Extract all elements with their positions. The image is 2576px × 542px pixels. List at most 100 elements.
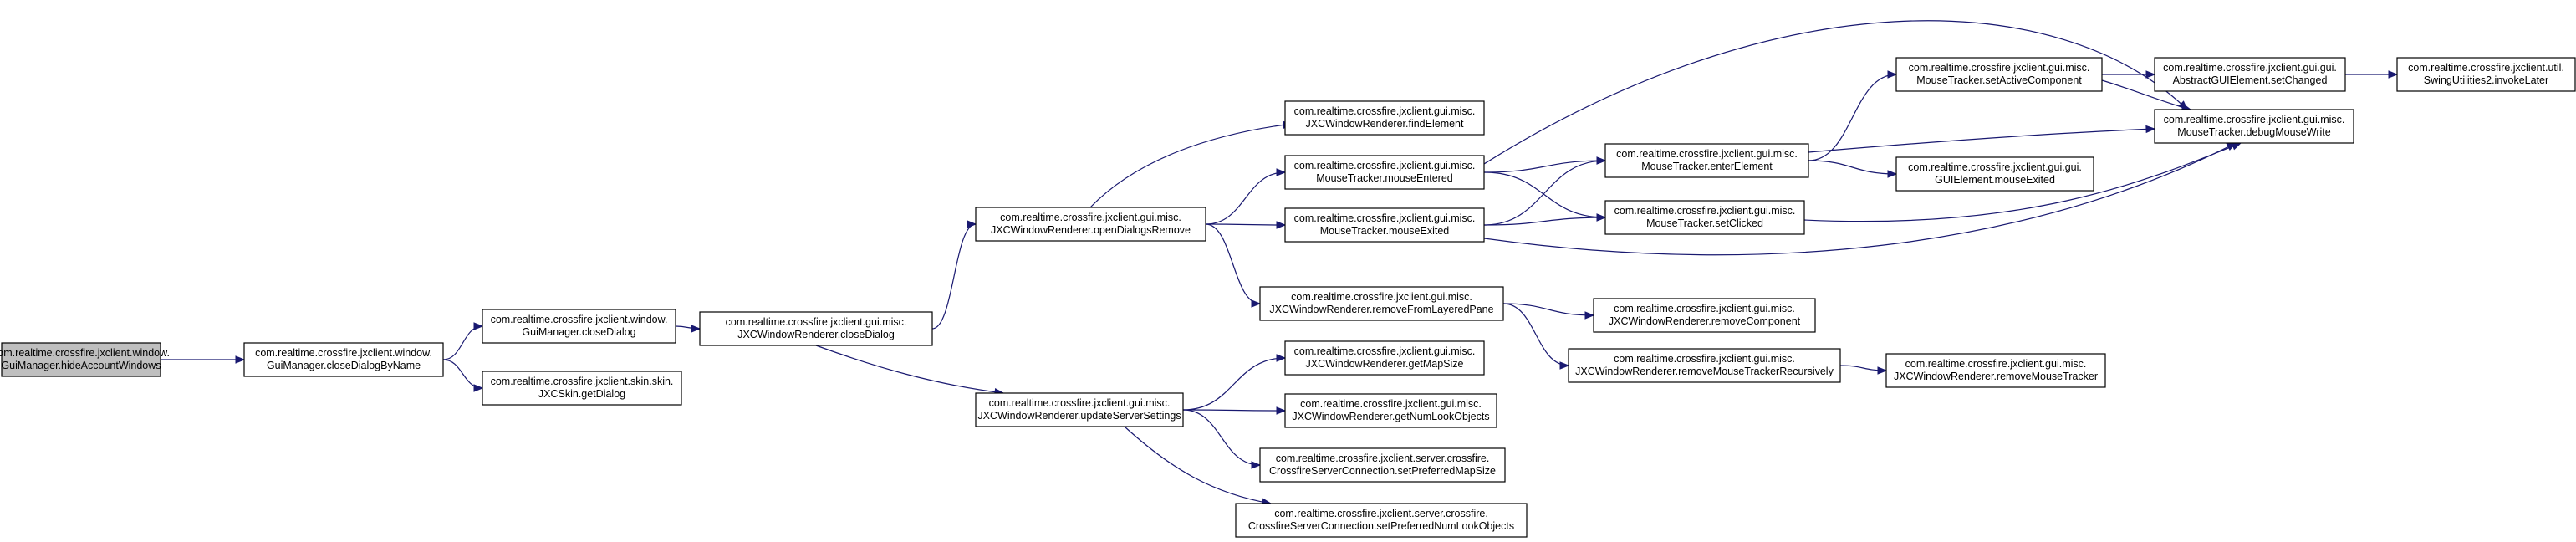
graph-node[interactable]: com.realtime.crossfire.jxclient.window.G… (0, 342, 170, 377)
node-box (1885, 353, 2106, 388)
node-label-line: com.realtime.crossfire.jxclient.util. (2408, 62, 2564, 74)
edge-line (1502, 303, 1594, 316)
edge-arrowhead (2145, 125, 2156, 134)
call-edge (1808, 160, 1898, 178)
graph-node[interactable]: com.realtime.crossfire.jxclient.gui.misc… (1284, 155, 1485, 190)
edge-arrowhead (967, 220, 977, 228)
graph-node[interactable]: com.realtime.crossfire.jxclient.gui.misc… (975, 207, 1206, 242)
node-label-line: com.realtime.crossfire.jxclient.gui.misc… (1614, 303, 1795, 314)
graph-node[interactable]: com.realtime.crossfire.jxclient.server.c… (1235, 503, 1528, 538)
graph-node[interactable]: com.realtime.crossfire.jxclient.gui.misc… (1593, 298, 1816, 333)
edge-arrowhead (1596, 213, 1607, 222)
edge-line (1502, 303, 1569, 366)
edge-arrowhead (1251, 299, 1262, 308)
edge-arrowhead (1877, 366, 1888, 375)
edge-line (1182, 409, 1286, 412)
node-box (2154, 109, 2354, 144)
call-edge (161, 355, 246, 364)
node-label-line: com.realtime.crossfire.jxclient.server.c… (1276, 453, 1490, 464)
node-box (1284, 340, 1485, 376)
graph-node[interactable]: com.realtime.crossfire.jxclient.gui.misc… (1604, 200, 1805, 235)
node-label-line: com.realtime.crossfire.jxclient.gui.misc… (1294, 345, 1476, 357)
edge-line (1808, 74, 1897, 161)
node-label-line: JXCWindowRenderer.removeMouseTrackerRecu… (1575, 366, 1834, 377)
graph-node[interactable]: com.realtime.crossfire.jxclient.gui.misc… (699, 311, 933, 346)
node-label-line: JXCWindowRenderer.findElement (1306, 118, 1465, 130)
edge-arrowhead (1276, 168, 1287, 176)
graph-node[interactable]: com.realtime.crossfire.jxclient.gui.misc… (1284, 393, 1497, 428)
graph-node[interactable]: com.realtime.crossfire.jxclient.server.c… (1259, 447, 1506, 483)
edge-line (1483, 142, 2237, 256)
node-label-line: com.realtime.crossfire.jxclient.gui.misc… (1000, 212, 1181, 223)
graph-node[interactable]: com.realtime.crossfire.jxclient.gui.misc… (1259, 286, 1504, 321)
graph-node[interactable]: com.realtime.crossfire.jxclient.gui.misc… (975, 392, 1184, 427)
node-label-line: GUIElement.mouseExited (1935, 174, 2055, 186)
node-label-line: GuiManager.hideAccountWindows (1, 360, 161, 371)
node-label-line: com.realtime.crossfire.jxclient.gui.misc… (989, 397, 1171, 409)
edge-arrowhead (2388, 70, 2399, 79)
edge-arrowhead (1276, 221, 1287, 229)
graph-node[interactable]: com.realtime.crossfire.jxclient.gui.misc… (1885, 353, 2106, 388)
call-edge (1502, 303, 1595, 320)
edge-line (1483, 160, 1606, 173)
node-label-line: com.realtime.crossfire.jxclient.window. (255, 347, 432, 359)
node-label-line: CrossfireServerConnection.setPreferredMa… (1269, 465, 1496, 477)
node-label-line: com.realtime.crossfire.jxclient.gui.gui. (2163, 62, 2337, 74)
node-label-line: JXCWindowRenderer.removeMouseTracker (1894, 371, 2098, 382)
node-label-line: AbstractGUIElement.setChanged (2173, 74, 2328, 86)
node-box (1895, 156, 2094, 192)
node-box (1284, 207, 1485, 243)
node-box (482, 371, 682, 406)
node-box (1284, 100, 1485, 136)
node-box (1235, 503, 1528, 538)
call-edge (1205, 168, 1287, 225)
node-label-line: JXCSkin.getDialog (538, 388, 625, 400)
node-box (1604, 143, 1809, 178)
node-box (482, 309, 676, 344)
node-label-line: SwingUtilities2.invokeLater (2424, 74, 2548, 86)
edge-arrowhead (691, 325, 701, 333)
node-box (699, 311, 933, 346)
edge-arrowhead (473, 322, 484, 330)
call-edge (1502, 303, 1570, 370)
graph-node[interactable]: com.realtime.crossfire.jxclient.gui.misc… (2154, 109, 2354, 144)
call-edge (2345, 70, 2399, 79)
call-edge (1182, 406, 1287, 415)
edge-line (1182, 409, 1261, 466)
node-label-line: com.realtime.crossfire.jxclient.server.c… (1274, 508, 1488, 519)
graph-node[interactable]: com.realtime.crossfire.jxclient.gui.misc… (1284, 207, 1485, 243)
call-edge (1808, 70, 1898, 161)
edge-arrowhead (1887, 170, 1898, 178)
node-box (975, 207, 1206, 242)
node-label-line: com.realtime.crossfire.jxclient.gui.misc… (1909, 62, 2090, 74)
graph-node[interactable]: com.realtime.crossfire.jxclient.skin.ski… (482, 371, 682, 406)
graph-node[interactable]: com.realtime.crossfire.jxclient.gui.misc… (1284, 340, 1485, 376)
node-label-line: com.realtime.crossfire.jxclient.gui.misc… (2164, 114, 2345, 125)
node-box (1593, 298, 1816, 333)
node-label-line: JXCWindowRenderer.removeComponent (1609, 315, 1801, 327)
call-edge (2102, 70, 2156, 79)
graph-node[interactable]: com.realtime.crossfire.jxclient.gui.misc… (1284, 100, 1485, 136)
node-label-line: MouseTracker.setActiveComponent (1916, 74, 2082, 86)
graph-node[interactable]: com.realtime.crossfire.jxclient.gui.gui.… (2154, 57, 2346, 92)
call-edge (442, 359, 484, 392)
node-label-line: com.realtime.crossfire.jxclient.skin.ski… (491, 376, 674, 387)
call-edge (442, 322, 484, 360)
edge-layer (161, 20, 2399, 506)
graph-node[interactable]: com.realtime.crossfire.jxclient.gui.gui.… (1895, 156, 2094, 192)
graph-node[interactable]: com.realtime.crossfire.jxclient.gui.misc… (1568, 348, 1841, 383)
graph-node[interactable]: com.realtime.crossfire.jxclient.gui.misc… (1895, 57, 2103, 92)
edge-line (1483, 217, 1606, 226)
node-label-line: MouseTracker.setClicked (1646, 217, 1763, 229)
node-label-line: JXCWindowRenderer.updateServerSettings (977, 410, 1181, 422)
node-box (975, 392, 1184, 427)
node-label-line: MouseTracker.mouseExited (1320, 225, 1450, 237)
call-edge (1483, 20, 2188, 165)
graph-node[interactable]: com.realtime.crossfire.jxclient.window.G… (243, 342, 444, 377)
graph-node[interactable]: com.realtime.crossfire.jxclient.window.G… (482, 309, 676, 344)
node-box (1895, 57, 2103, 92)
graph-node[interactable]: com.realtime.crossfire.jxclient.util.Swi… (2396, 57, 2576, 92)
edge-line (1803, 142, 2242, 222)
graph-node[interactable]: com.realtime.crossfire.jxclient.gui.misc… (1604, 143, 1809, 178)
